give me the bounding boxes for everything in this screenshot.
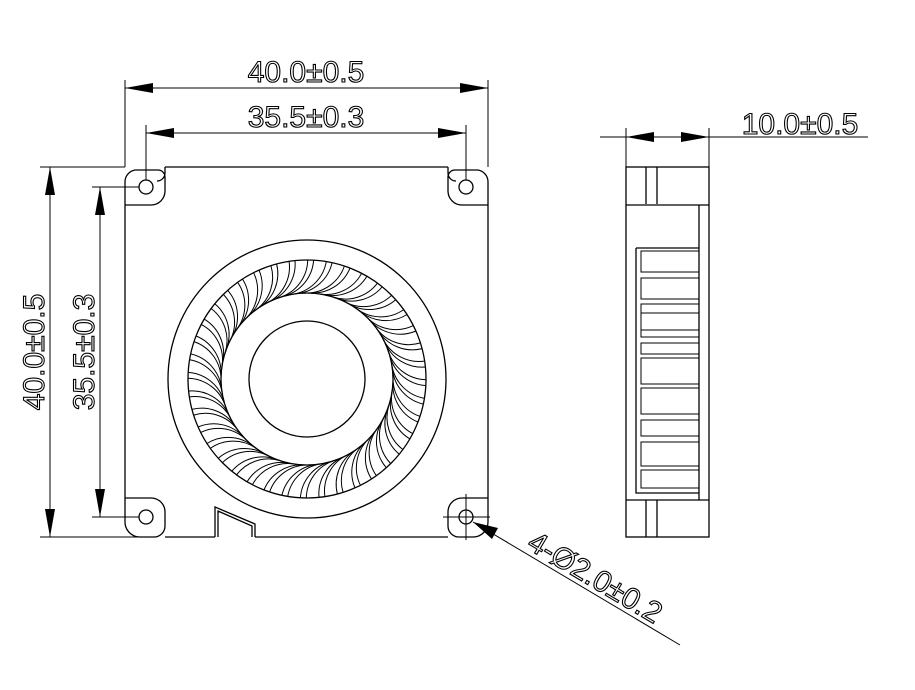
side-view	[625, 166, 710, 538]
impeller-blade	[197, 423, 244, 438]
impeller-blade	[360, 311, 408, 322]
impeller-blade	[263, 464, 303, 491]
overall-width-label: 40.0±0.5	[248, 56, 365, 89]
outlet-slot	[640, 342, 700, 355]
impeller-blade	[335, 450, 355, 495]
fan-housing-outline	[124, 166, 489, 538]
impeller-blade	[349, 299, 397, 311]
impeller-blade	[195, 335, 222, 375]
impeller-blade	[311, 267, 351, 294]
impeller-blade	[337, 286, 383, 302]
dimension-thickness: 10.0±0.5	[600, 107, 868, 167]
impeller-outer-circle	[187, 259, 427, 499]
dimension-hole-spacing-width: 35.5±0.3	[145, 100, 467, 180]
side-outlet-slots	[640, 250, 700, 489]
impeller-blade	[318, 457, 343, 498]
impeller-blade	[364, 432, 375, 480]
impeller-blade	[190, 353, 222, 389]
mounting-hole	[458, 179, 474, 195]
outlet-slot	[640, 387, 700, 415]
thickness-label: 10.0±0.5	[742, 108, 859, 141]
impeller-blade	[259, 263, 279, 308]
outlet-slot	[640, 277, 700, 300]
hole-spacing-width-label: 35.5±0.3	[248, 101, 365, 134]
impeller-blade	[370, 320, 417, 335]
dimension-overall-width: 40.0±0.5	[124, 55, 489, 167]
impeller-blade	[281, 464, 317, 496]
impeller-blade	[297, 262, 333, 294]
impeller-blade	[217, 447, 265, 459]
impeller-blade	[284, 260, 315, 297]
impeller-blade	[271, 260, 296, 301]
overall-height-label: 40.0±0.5	[18, 294, 51, 411]
mounting-hole	[138, 179, 154, 195]
dimension-overall-height: 40.0±0.5	[17, 166, 155, 538]
impeller-blade	[191, 407, 236, 427]
scroll-outer-circle	[167, 239, 447, 519]
impeller-blade	[246, 461, 290, 483]
impeller-blade	[384, 409, 400, 455]
outlet-slot	[640, 303, 700, 331]
hole-centerline	[443, 494, 490, 540]
impeller-blade	[389, 356, 426, 387]
impeller-blade	[378, 331, 423, 351]
hole-spacing-height-label: 35.5±0.3	[68, 294, 101, 411]
outlet-slot	[640, 419, 700, 437]
dimension-hole-spacing-height: 35.5±0.3	[67, 186, 139, 518]
impeller-blade	[214, 303, 230, 349]
impeller-blade	[227, 289, 239, 337]
impeller-blade	[231, 456, 277, 472]
impeller-blade	[299, 461, 330, 498]
impeller-blades	[187, 259, 427, 499]
impeller-blade	[324, 275, 368, 297]
impeller-blade	[351, 442, 366, 489]
mounting-hole	[138, 509, 154, 525]
impeller-blade	[203, 318, 225, 362]
hub-circle	[248, 320, 366, 438]
impeller-blade	[248, 269, 263, 316]
outlet-slot	[640, 441, 700, 467]
impeller-blade	[389, 396, 411, 440]
mounting-holes-label: 4-Ø2.0±0.2	[522, 525, 668, 630]
impeller-blade	[239, 278, 250, 326]
dimension-mounting-holes: 4-Ø2.0±0.2	[472, 521, 681, 646]
impeller-inner-ring	[220, 292, 394, 466]
impeller-blade	[392, 369, 424, 405]
outlet-slot	[640, 250, 700, 273]
front-view	[124, 166, 490, 540]
impeller-blade	[392, 383, 419, 423]
outlet-slot	[640, 357, 700, 385]
impeller-blade	[188, 371, 225, 402]
impeller-blade	[188, 390, 229, 415]
outlet-slot	[640, 312, 700, 338]
impeller-blade	[375, 421, 387, 469]
outlet-slot	[640, 469, 700, 489]
impeller-blade	[206, 436, 254, 447]
impeller-blade	[385, 343, 426, 368]
